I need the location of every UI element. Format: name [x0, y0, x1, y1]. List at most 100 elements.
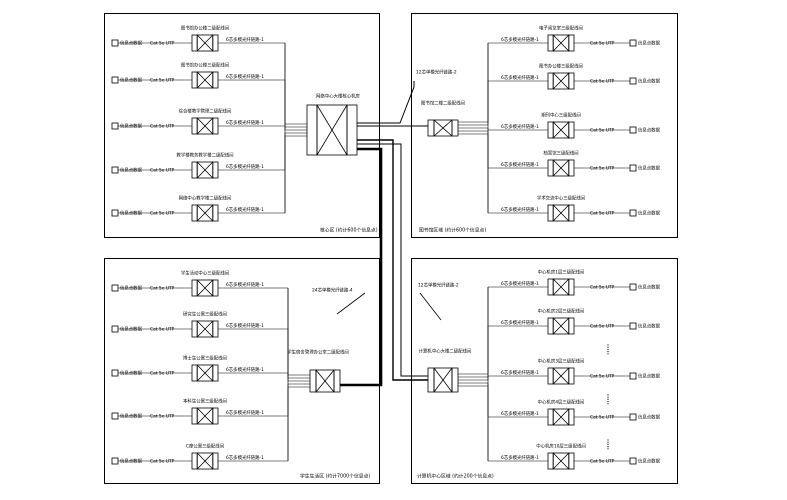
fiber-link-label: 6芯多模光纤链路-1 [501, 410, 539, 417]
fiber-link-label: 6芯多模光纤链路-1 [501, 319, 539, 326]
continuation-dot [607, 448, 609, 450]
panel-caption: 计算机中心区域 (约计200个信息点) [417, 473, 494, 480]
outlet-icon [629, 209, 637, 217]
outlet-label: 信息点数据 [638, 458, 661, 465]
patch-panel-icon [191, 407, 219, 425]
outlet-icon [629, 39, 637, 47]
closet-label: 网络中心教学楼二级配线间 [179, 195, 232, 202]
continuation-dot [607, 446, 609, 448]
closet-label: 博士生公寓三级配线间 [183, 355, 227, 362]
outlet-label: 信息点数据 [638, 165, 661, 172]
outlet-label: 信息点数据 [638, 323, 661, 330]
closet-label: 学生活动中心三级配线间 [181, 270, 229, 277]
cable-type-label: Cat 5e UTP [150, 168, 175, 174]
closet-label: 电子阅览室三级配线间 [539, 25, 583, 32]
fiber-link-label: 6芯多模光纤链路-1 [501, 161, 539, 168]
riser-link [287, 386, 310, 461]
cable-type-label: Cat 5e UTP [150, 78, 175, 84]
cable-type-label: Cat 5e UTP [590, 211, 615, 217]
outlet-icon [111, 412, 119, 420]
closet-label: 期刊中心三级配线间 [541, 112, 581, 119]
continuation-dot [607, 351, 609, 353]
panel-caption: 图书馆区域 (约计600个信息点) [419, 227, 486, 234]
fiber-link-label: 6芯多模光纤链路-1 [226, 73, 264, 80]
riser-link [458, 43, 489, 123]
continuation-dot [607, 344, 609, 346]
continuation-dot [607, 346, 609, 348]
cable-type-label: Cat 5e UTP [150, 286, 175, 292]
closet-label: 本科生公寓三级配线间 [183, 398, 227, 405]
panel-frame-library [411, 13, 678, 238]
closet-label: 图书办公楼三级配线间 [539, 63, 583, 70]
fiber-link-label: 6芯多模光纤链路-1 [501, 280, 539, 287]
patch-panel-icon [547, 452, 575, 470]
cable-type-label: Cat 5e UTP [150, 211, 175, 217]
panel-frame-computer-center [411, 258, 678, 484]
cable-type-label: Cat 5e UTP [150, 414, 175, 420]
fiber-link-label: 6芯多模光纤链路-1 [501, 206, 539, 213]
patch-panel-icon [191, 161, 219, 179]
outlet-icon [111, 457, 119, 465]
patch-panel-icon [191, 204, 219, 222]
fiber-link-label: 6芯多模光纤链路-1 [501, 123, 539, 130]
continuation-dot [607, 403, 609, 405]
cable-type-label: Cat 5e UTP [150, 327, 175, 333]
cable-type-label: Cat 5e UTP [150, 459, 175, 465]
uplink-label: 12芯单模光纤链路-2 [418, 282, 459, 289]
outlet-label: 信息点数据 [638, 40, 661, 47]
fiber-link-label: 6芯多模光纤链路-1 [226, 163, 264, 170]
cable-type-label: Cat 5e UTP [150, 371, 175, 377]
cable-type-label: Cat 5e UTP [590, 166, 615, 172]
patch-panel-icon [547, 408, 575, 426]
panel-caption: 学生生活区 (约计7000个信息点) [300, 473, 370, 480]
patch-panel-icon [191, 320, 219, 338]
outlet-icon [629, 126, 637, 134]
outlet-icon [111, 166, 119, 174]
backbone-links [336, 81, 442, 387]
uplink-label: 12芯单模光纤链路-2 [416, 69, 457, 76]
closet-label: C座公寓三级配线间 [186, 443, 224, 450]
closet-label: 教学楼教务教学楼二级配线间 [176, 152, 233, 159]
panel-caption: 核心区 (约计600个信息点) [320, 227, 378, 234]
patch-panel-icon [547, 159, 575, 177]
outlet-icon [629, 372, 637, 380]
patch-panel-icon [547, 34, 575, 52]
riser-link [458, 385, 489, 461]
backbone-core-compcenter-2 [357, 143, 428, 377]
outlet-label: 信息点数据 [638, 210, 661, 217]
fiber-link-label: 6芯多模光纤链路-1 [226, 119, 264, 126]
riser-link [287, 288, 310, 376]
outlet-icon [111, 39, 119, 47]
fiber-link-label: 6芯多模光纤链路-1 [226, 206, 264, 213]
closet-row-4: 信息点数据 Cat 5e UTP 学术交流中心三级配线间 6芯多模光纤链路-1 [458, 133, 661, 222]
continuation-dot [607, 348, 609, 350]
continuation-dot [607, 439, 609, 441]
fiber-link-label: 6芯多模光纤链路-1 [226, 454, 264, 461]
backbone-core-library [357, 81, 415, 124]
cable-type-label: Cat 5e UTP [590, 324, 615, 330]
continuation-dot [607, 353, 609, 355]
riser-link [284, 80, 307, 128]
uplink-leader-dorm [336, 292, 366, 315]
fiber-link-label: 6芯多模光纤链路-1 [501, 454, 539, 461]
patch-panel-icon [191, 364, 219, 382]
uplink-label: 24芯单模光纤链路-4 [312, 287, 353, 294]
closet-label: 学术交流中心三级配线间 [537, 195, 585, 202]
outlet-icon [111, 325, 119, 333]
closet-label: 中心机房1层三级配线间 [538, 269, 585, 276]
closet-label: 档案馆三级配线间 [543, 150, 578, 157]
backbone-core-compcenter [357, 139, 428, 381]
patch-panel-icon [191, 117, 219, 135]
continuation-dot [607, 443, 609, 445]
fiber-link-label: 6芯多模光纤链路-1 [501, 74, 539, 81]
cable-type-label: Cat 5e UTP [590, 415, 615, 421]
closet-row-0: 信息点数据 Cat 5e UTP 中心机房1层三级配线间 6芯多模光纤链路-1 [458, 269, 661, 375]
fiber-link-label: 6芯多模光纤链路-1 [501, 36, 539, 43]
